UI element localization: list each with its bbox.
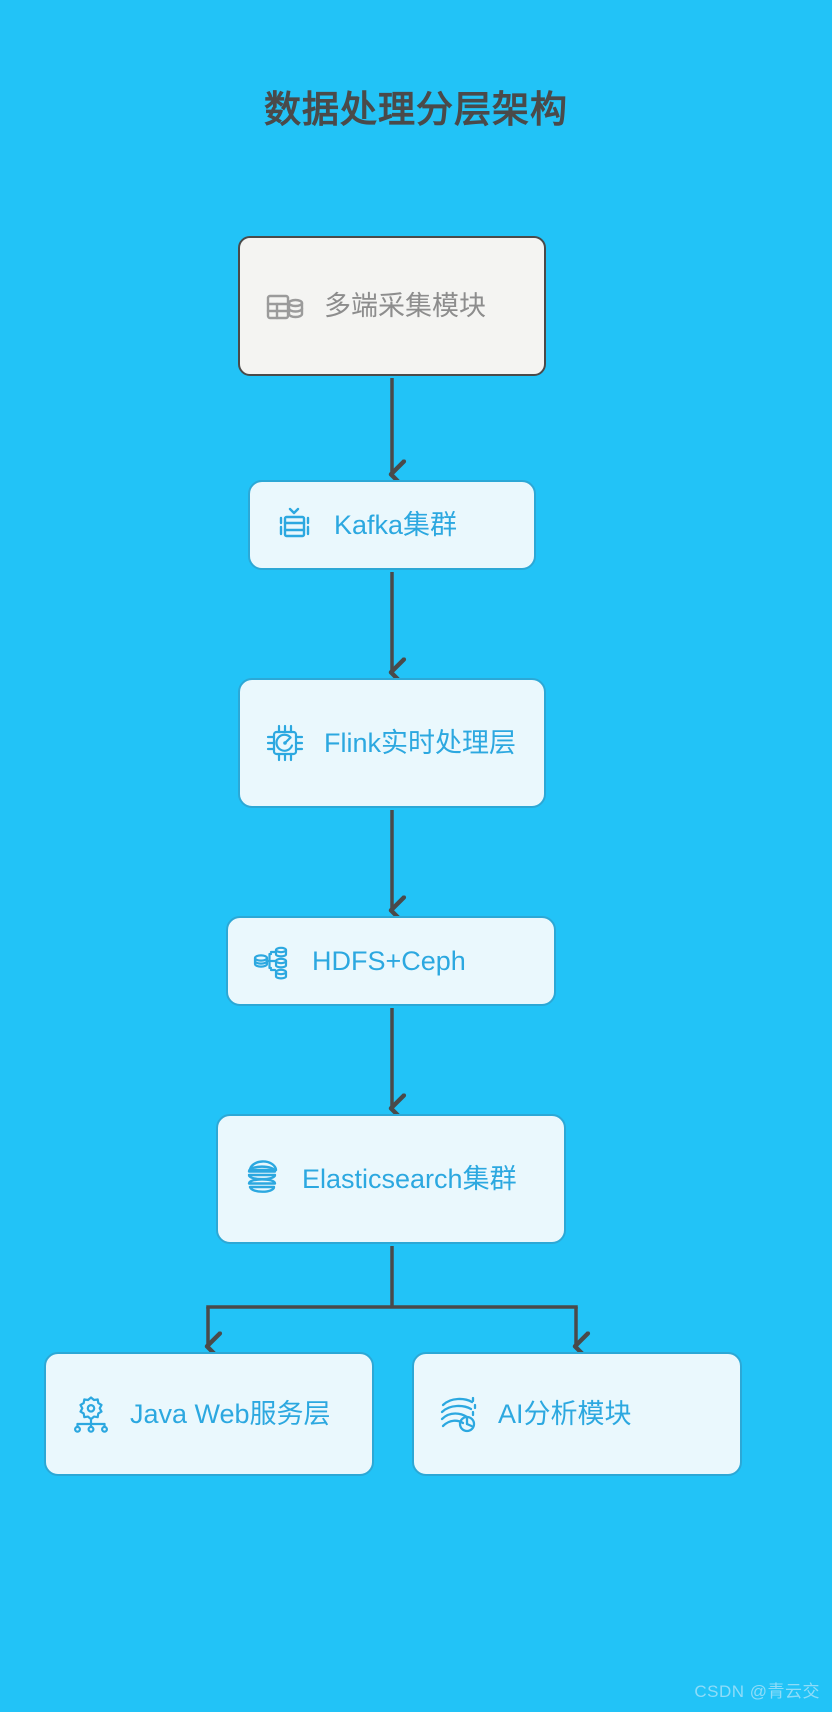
node-kafka-cluster[interactable]: Kafka集群 <box>248 480 536 570</box>
node-elasticsearch-cluster[interactable]: Elasticsearch集群 <box>216 1114 566 1244</box>
node-multi-terminal-collection[interactable]: 多端采集模块 <box>238 236 546 376</box>
node-label: 多端采集模块 <box>324 290 486 321</box>
page-title: 数据处理分层架构 <box>264 89 568 130</box>
cpu-chip-icon <box>262 720 308 766</box>
layers-stack-icon <box>240 1156 286 1202</box>
node-label: Kafka集群 <box>334 509 458 540</box>
node-hdfs-ceph-storage[interactable]: HDFS+Ceph <box>226 916 556 1006</box>
node-label: Java Web服务层 <box>130 1398 331 1429</box>
node-label: Flink实时处理层 <box>324 727 517 758</box>
distributed-storage-icon <box>250 938 296 984</box>
node-label: HDFS+Ceph <box>312 945 466 976</box>
database-table-icon <box>262 283 308 329</box>
ai-analytics-icon <box>436 1391 482 1437</box>
node-java-web-service-layer[interactable]: Java Web服务层 <box>44 1352 374 1476</box>
node-ai-analysis-module[interactable]: AI分析模块 <box>412 1352 742 1476</box>
message-queue-icon <box>272 502 318 548</box>
node-flink-realtime-layer[interactable]: Flink实时处理层 <box>238 678 546 808</box>
watermark: CSDN @青云交 <box>694 1682 820 1701</box>
node-label: AI分析模块 <box>498 1398 632 1429</box>
service-gear-icon <box>68 1391 114 1437</box>
node-label: Elasticsearch集群 <box>302 1163 517 1194</box>
